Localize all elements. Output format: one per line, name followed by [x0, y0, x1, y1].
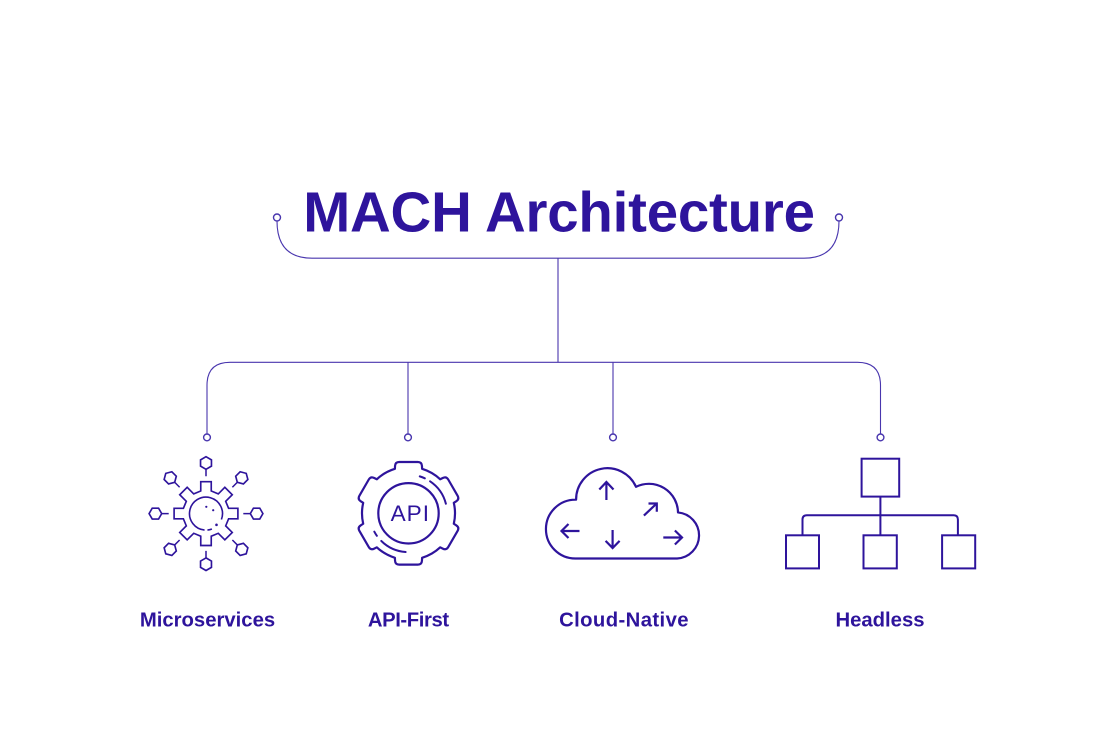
svg-text:MACH Architecture: MACH Architecture	[303, 181, 815, 244]
svg-text:API: API	[391, 501, 430, 526]
svg-text:Cloud-Native: Cloud-Native	[559, 610, 689, 632]
svg-text:API-First: API-First	[368, 610, 450, 632]
svg-text:Microservices: Microservices	[140, 610, 275, 632]
svg-text:Headless: Headless	[835, 610, 924, 632]
